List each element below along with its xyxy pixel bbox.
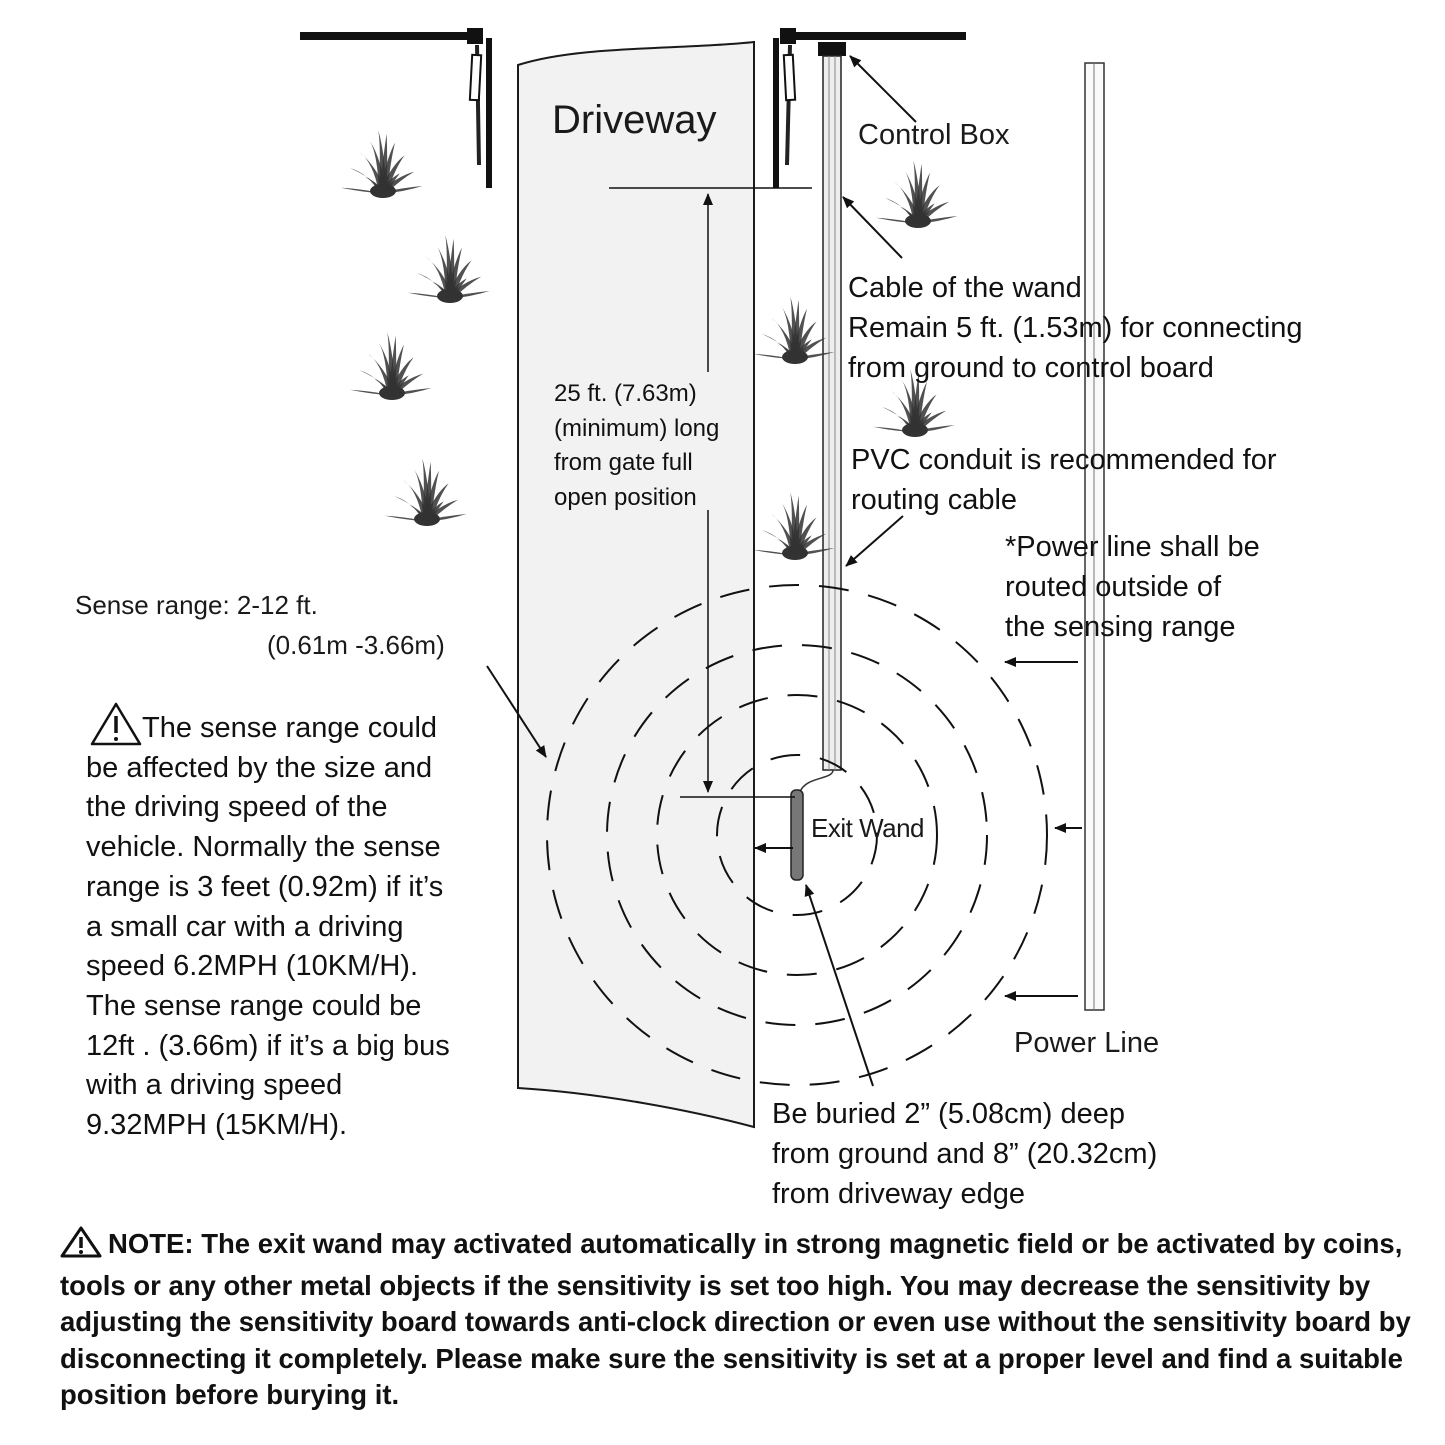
- sense-range-arrow: [486, 665, 547, 758]
- power-line-label: Power Line: [1014, 1027, 1160, 1059]
- sense-range-label: Sense range: 2-12 ft.: [75, 590, 318, 620]
- distance-line: open position: [554, 483, 697, 511]
- distance-label: 25 ft. (7.63m) (minimum) long from gate …: [554, 377, 719, 515]
- exit-wand: [790, 789, 804, 881]
- cable-label: Cable of the wand Remain 5 ft. (1.53m) f…: [848, 268, 1303, 388]
- buried-arrow: [804, 884, 874, 1087]
- cable-arrow: [842, 196, 903, 259]
- note-text: The exit wand may activated automaticall…: [60, 1228, 1411, 1410]
- pvc-label: PVC conduit is recommended for routing c…: [851, 440, 1277, 520]
- distance-dimension: [609, 187, 812, 798]
- grass-tufts: [341, 130, 958, 560]
- power-line: [1084, 62, 1105, 1011]
- power-note-line: routed outside of: [1005, 571, 1222, 603]
- power-note-label: *Power line shall be routed outside of t…: [1005, 527, 1260, 647]
- sense-note-line: 9.32MPH (15KM/H).: [86, 1109, 348, 1142]
- buried-line: from driveway edge: [772, 1178, 1026, 1210]
- distance-line: from gate full: [554, 449, 693, 476]
- warning-icon: [90, 702, 142, 746]
- note-block: NOTE: The exit wand may activated automa…: [60, 1226, 1420, 1414]
- grass-tuft: [876, 160, 958, 228]
- distance-line: (minimum) long: [554, 414, 720, 442]
- power-note-line: *Power line shall be: [1005, 531, 1260, 563]
- note-prefix: NOTE:: [108, 1228, 194, 1259]
- sense-note: The sense range could be affected by the…: [86, 709, 450, 1146]
- exit-wand-label: Exit Wand: [811, 813, 925, 843]
- sense-note-line: vehicle. Normally the sense: [86, 831, 441, 864]
- sense-note-line: The sense range could: [142, 712, 438, 744]
- grass-tuft: [873, 369, 955, 437]
- wand-cable: [799, 769, 834, 793]
- control-box-label: Control Box: [858, 119, 1010, 151]
- driveway: [517, 40, 755, 1129]
- cable-line: Remain 5 ft. (1.53m) for connecting: [848, 312, 1303, 344]
- grass-tuft: [350, 332, 432, 400]
- cable-line: Cable of the wand: [848, 272, 1082, 304]
- driveway-label: Driveway: [552, 98, 717, 142]
- grass-tuft: [753, 296, 835, 364]
- sense-note-line: 12ft . (3.66m) if it’s a big bus: [86, 1029, 450, 1062]
- distance-line: 25 ft. (7.63m): [554, 380, 697, 407]
- sense-note-line: be affected by the size and: [86, 751, 433, 784]
- grass-tuft: [753, 492, 835, 560]
- sense-note-line: The sense range could be: [86, 989, 422, 1022]
- sense-note-line: with a driving speed: [86, 1069, 343, 1102]
- cable-line: from ground to control board: [848, 352, 1214, 384]
- pvc-arrow: [845, 515, 904, 567]
- sense-note-line: the driving speed of the: [86, 791, 388, 824]
- sensing-range-circles: [546, 584, 1048, 1086]
- pvc-conduit: [822, 55, 842, 771]
- buried-line: Be buried 2” (5.08cm) deep: [772, 1098, 1126, 1130]
- sense-range-metric: (0.61m -3.66m): [267, 630, 445, 660]
- buried-line: from ground and 8” (20.32cm): [772, 1138, 1158, 1170]
- grass-tuft: [408, 235, 490, 303]
- grass-tuft: [385, 458, 467, 526]
- buried-label: Be buried 2” (5.08cm) deep from ground a…: [772, 1094, 1157, 1214]
- control-box-arrow: [849, 55, 917, 123]
- power-note-line: the sensing range: [1005, 611, 1236, 643]
- leader-arrows: [486, 55, 1082, 1087]
- sense-note-line: range is 3 feet (0.92m) if it’s: [86, 870, 444, 903]
- left-gate: [300, 28, 492, 188]
- warning-icon: [60, 1226, 102, 1268]
- sense-note-line: speed 6.2MPH (10KM/H).: [86, 950, 419, 983]
- control-box: [818, 42, 846, 56]
- right-gate: [773, 28, 966, 188]
- sense-note-line: a small car with a driving: [86, 910, 404, 943]
- pvc-line: PVC conduit is recommended for: [851, 444, 1277, 476]
- pvc-line: routing cable: [851, 484, 1018, 516]
- grass-tuft: [341, 130, 423, 198]
